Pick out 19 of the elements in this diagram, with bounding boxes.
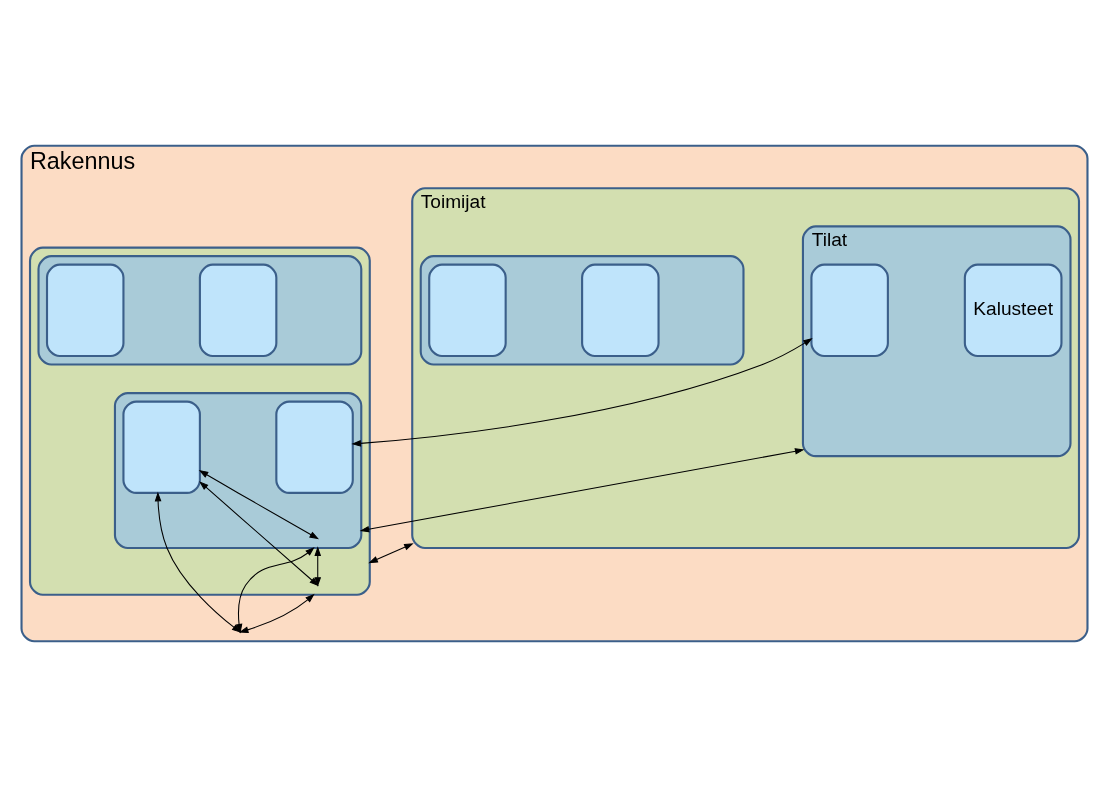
arrow xyxy=(351,338,813,447)
arrow xyxy=(359,448,805,533)
arrow xyxy=(314,546,322,587)
node-box xyxy=(198,263,278,357)
cluster xyxy=(419,255,745,366)
node-box xyxy=(122,400,201,494)
arrow xyxy=(368,543,414,564)
node-box xyxy=(45,263,125,357)
arrow xyxy=(198,470,319,540)
node-box xyxy=(581,263,660,357)
node-box: Kalusteet xyxy=(963,263,1063,357)
arrow xyxy=(199,481,319,587)
arrow xyxy=(238,593,315,633)
node-box xyxy=(810,263,889,357)
node-box xyxy=(428,263,507,357)
node-box xyxy=(275,400,354,494)
arrow xyxy=(235,546,315,634)
arrow xyxy=(154,491,242,633)
cluster xyxy=(37,255,363,366)
